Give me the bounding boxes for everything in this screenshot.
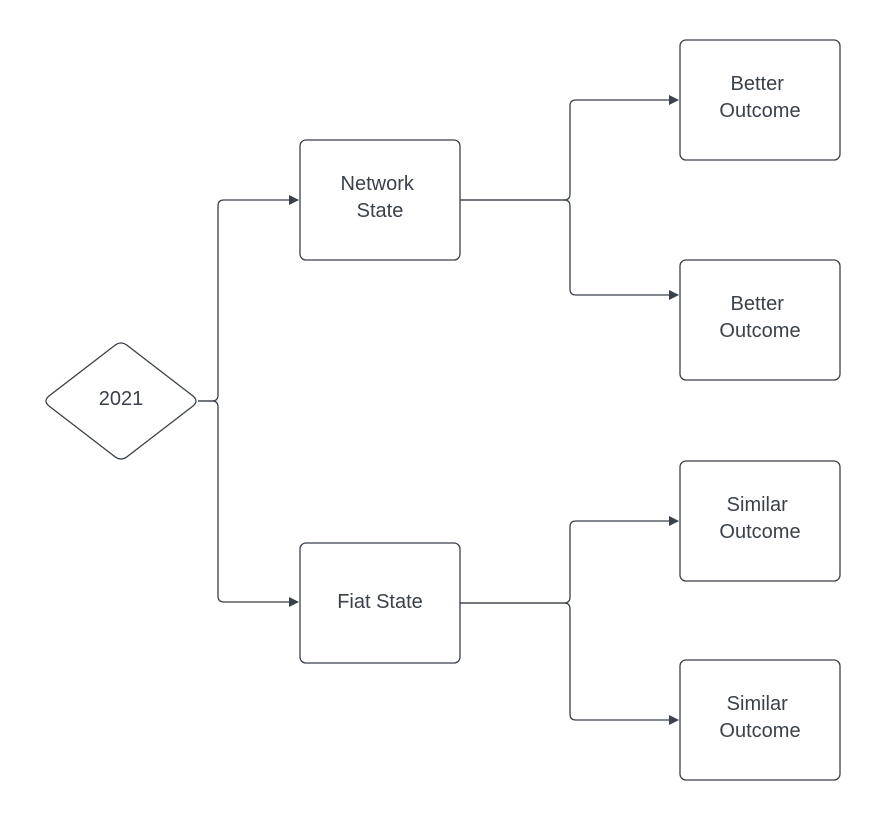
outcome-node-box [679,259,841,381]
outcome-node-label: Better Outcome [719,293,800,342]
decision-diamond [45,342,197,460]
outcome-node-3[interactable]: Similar Outcome [679,460,841,582]
label-line: Better [731,73,785,95]
label-line: Similar [727,693,788,715]
process-node-box [299,542,461,664]
connector-network-to-outcome-1 [460,95,679,201]
process-node-box [299,139,461,261]
outcome-node-box [679,39,841,161]
decision-node-label: 2021 [99,388,144,410]
connector-network-to-outcome-2 [460,199,679,300]
label-line: Fiat State [337,591,423,613]
label-line: Outcome [719,720,800,742]
process-node-label: Fiat State [337,591,423,613]
process-node-network-state[interactable]: Network State [299,139,461,261]
outcome-node-1[interactable]: Better Outcome [679,39,841,161]
label-line: State [357,200,404,222]
process-node-fiat-state[interactable]: Fiat State [299,542,461,664]
label-line: Outcome [719,521,800,543]
outcome-node-4[interactable]: Similar Outcome [679,659,841,781]
outcome-node-label: Better Outcome [719,73,800,122]
label-line: Similar [727,494,788,516]
connector-fiat-to-outcome-3 [460,516,679,604]
label-line: Network [341,173,415,195]
label-line: Better [731,293,785,315]
outcome-node-label: Similar Outcome [719,494,800,543]
decision-node-2021[interactable]: 2021 [45,342,197,460]
process-node-label: Network State [341,173,420,222]
connector-root-to-fiat-state [198,400,299,607]
outcome-node-2[interactable]: Better Outcome [679,259,841,381]
label-line: Outcome [719,100,800,122]
outcome-node-label: Similar Outcome [719,693,800,742]
outcome-node-box [679,460,841,582]
connector-root-to-network-state [198,195,299,402]
outcome-node-box [679,659,841,781]
label-line: Outcome [719,320,800,342]
connector-fiat-to-outcome-4 [460,602,679,725]
